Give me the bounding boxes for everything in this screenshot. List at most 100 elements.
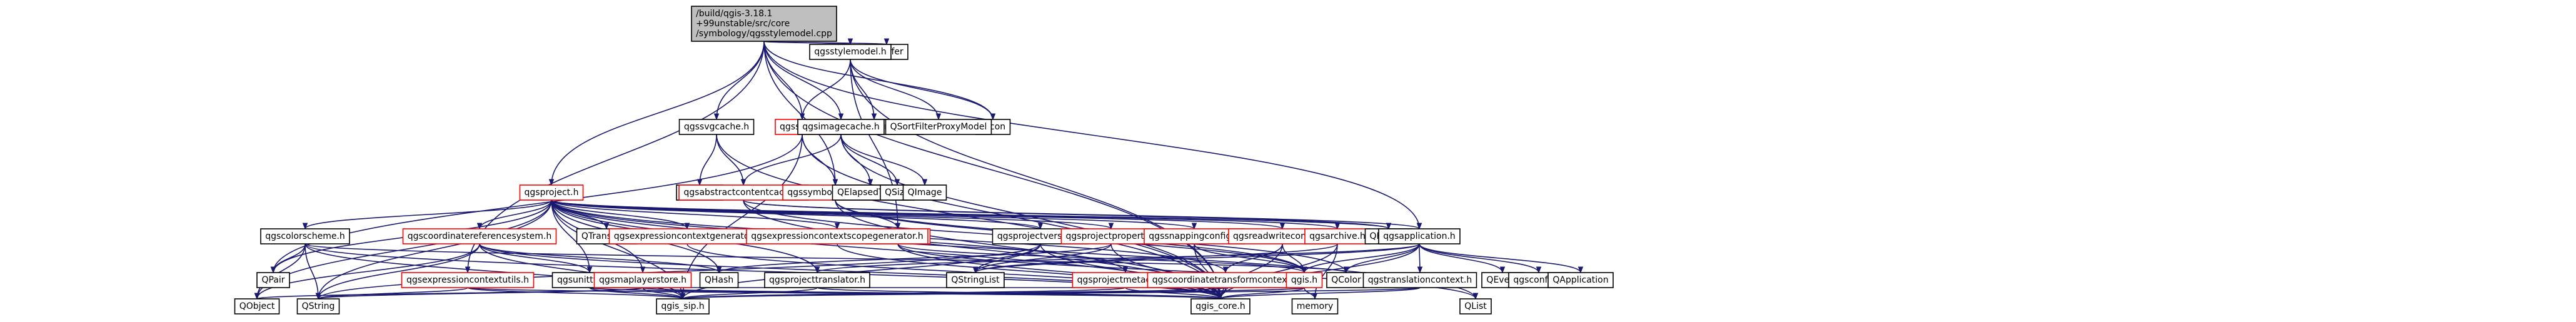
node-qgsmaplayerstore[interactable]: qgsmaplayerstore.h <box>593 272 692 288</box>
node-label: qgis_sip.h <box>661 301 704 311</box>
edge-arrowhead <box>832 179 838 186</box>
node-label: qgis_core.h <box>1195 301 1245 311</box>
edge-arrowhead <box>1386 223 1392 230</box>
node-memory: memory <box>1291 298 1339 314</box>
node-qgssvgcache[interactable]: qgssvgcache.h <box>678 119 755 135</box>
edge-arrowhead <box>1472 293 1479 300</box>
edge-root-to-qgsapplication <box>763 41 1420 229</box>
node-qgsstylemodel[interactable]: qgsstylemodel.h <box>809 44 892 60</box>
node-label: qgssnappingconfig.h <box>1149 231 1239 241</box>
node-box <box>1459 298 1492 314</box>
node-label: QString <box>302 301 335 311</box>
node-label: qgsexpressioncontextscopegenerator.h <box>751 231 923 241</box>
edge-arrowhead <box>640 266 646 274</box>
node-box <box>809 44 892 60</box>
node-label: qgsexpressioncontextgenerator.h <box>614 231 761 241</box>
edge-arrowhead <box>476 223 483 230</box>
node-qgsexpressioncontextscopegenerator[interactable]: qgsexpressioncontextscopegenerator.h <box>746 228 928 244</box>
node-label: qgis.h <box>1291 275 1317 285</box>
node-qpair: QPair <box>256 272 290 288</box>
edge-arrowhead <box>1416 223 1422 230</box>
edge-arrowhead <box>716 266 722 274</box>
edge-qgsprojectversion-to-qstring <box>318 243 1041 299</box>
edge-qgsmaplayerstore-to-qgis_sip <box>642 287 683 299</box>
node-label: qgsproject.h <box>525 188 579 198</box>
node-qgsimagecache[interactable]: qgsimagecache.h <box>797 119 885 135</box>
edge-qgsproject-to-qgsexpressioncontextscopegenerator <box>551 199 838 229</box>
edge-arrowhead <box>548 179 555 186</box>
node-qimage: QImage <box>902 184 947 201</box>
node-qgscoordinatetransformcontext[interactable]: qgscoordinatetransformcontext.h <box>1147 272 1304 288</box>
edge-qgsimagecache-to-qgsabstractcontentcache <box>743 134 842 186</box>
node-qgsprojecttranslator[interactable]: qgsprojecttranslator.h <box>764 272 870 288</box>
node-qgscoordinatereferencesystem[interactable]: qgscoordinatereferencesystem.h <box>402 228 557 244</box>
edge-qgsprojectmetadata-to-qgis_core <box>1125 287 1221 299</box>
node-qgssnappingconfig[interactable]: qgssnappingconfig.h <box>1144 228 1245 244</box>
edge-qgscolorscheme-to-qobject <box>256 243 306 299</box>
edge-qgsprojecttranslator-to-qgis_sip <box>682 287 818 299</box>
node-qgis_sip: qgis_sip.h <box>656 298 710 314</box>
edges-layer <box>254 38 1584 300</box>
node-qgstranslationcontext[interactable]: qgstranslationcontext.h <box>1362 272 1477 288</box>
edge-qgsapplication-to-qapplication <box>1419 243 1581 273</box>
edge-qgscoordinatereferencesystem-to-qhash <box>479 243 720 273</box>
edge-arrowhead <box>1217 293 1224 300</box>
node-label: /build/qgis-3.18.1 <box>696 9 772 19</box>
edge-qgscolorscheme-to-qgis_core <box>304 243 1221 299</box>
edge-arrowhead <box>680 293 686 300</box>
node-box <box>656 298 710 314</box>
node-qgsproject[interactable]: qgsproject.h <box>519 184 584 201</box>
edge-qgssvgcache-to-qpicture <box>699 134 717 186</box>
node-box <box>519 184 584 201</box>
edge-qgsprojectproperty-to-qhash <box>718 243 1112 273</box>
edge-qgsunittypes-to-qgis_sip <box>589 287 683 299</box>
edge-arrowhead <box>838 113 844 121</box>
edge-qgsstyle-to-qpair <box>273 134 803 273</box>
node-label: QHash <box>705 275 733 285</box>
node-box <box>902 184 947 201</box>
node-box <box>402 228 557 244</box>
edge-arrowhead <box>254 293 260 300</box>
edge-arrowhead <box>922 179 928 186</box>
edge-qgsapplication-to-qevent <box>1419 243 1503 273</box>
edge-qgsproject-to-qstring <box>318 199 552 299</box>
node-qgsexpressioncontextgenerator[interactable]: qgsexpressioncontextgenerator.h <box>608 228 766 244</box>
node-qgsapplication[interactable]: qgsapplication.h <box>1378 228 1461 244</box>
nodes-layer: /build/qgis-3.18.1+99unstable/src/core/s… <box>234 6 1614 314</box>
edge-arrowhead <box>302 223 308 230</box>
edge-arrowhead <box>799 113 805 121</box>
edge-qgsimagecache-to-qelapsedtimer <box>840 134 871 186</box>
node-label: QApplication <box>1552 275 1608 285</box>
node-root[interactable]: /build/qgis-3.18.1+99unstable/src/core/s… <box>691 6 837 42</box>
edge-root-to-qicon <box>763 41 994 120</box>
node-label: QColor <box>1331 275 1361 285</box>
edge-qgsstylemodel-to-qgis_core <box>850 59 1221 299</box>
edge-root-to-qgis_core <box>763 41 1221 299</box>
node-qgsarchive[interactable]: qgsarchive.h <box>1304 228 1371 244</box>
node-qgis[interactable]: qgis.h <box>1285 272 1323 288</box>
edge-arrowhead <box>1222 266 1229 274</box>
edge-arrowhead <box>867 179 873 186</box>
node-box <box>764 272 870 288</box>
node-label: QStringList <box>951 275 1000 285</box>
edge-qgsapplication-to-qcolor <box>1346 243 1420 273</box>
node-label: qgscolorscheme.h <box>265 231 345 241</box>
edge-qgscoordinatereferencesystem-to-qobject <box>256 243 480 299</box>
node-qobject: QObject <box>234 298 280 314</box>
node-box <box>746 228 928 244</box>
node-qgis_core: qgis_core.h <box>1190 298 1250 314</box>
edge-root-to-qgssymbollayerutils <box>763 41 836 186</box>
edge-qgssvgcache-to-qgsabstractcontentcache <box>716 134 744 186</box>
node-qgsexpressioncontextutils[interactable]: qgsexpressioncontextutils.h <box>401 272 535 288</box>
edge-arrowhead <box>270 266 276 274</box>
edge-qgsproject-to-qgscolorscheme <box>304 199 552 229</box>
edge-qgsproject-to-qgsunittypes <box>551 199 590 273</box>
node-label: qgstranslationcontext.h <box>1368 275 1472 285</box>
node-qgscolorscheme[interactable]: qgscolorscheme.h <box>260 228 350 244</box>
node-box <box>256 272 290 288</box>
node-box <box>1304 228 1371 244</box>
edge-qgsstylemodel-to-qicon <box>850 59 994 120</box>
edge-arrowhead <box>935 113 942 121</box>
edge-qgsimagecache-to-qimage <box>840 134 925 186</box>
